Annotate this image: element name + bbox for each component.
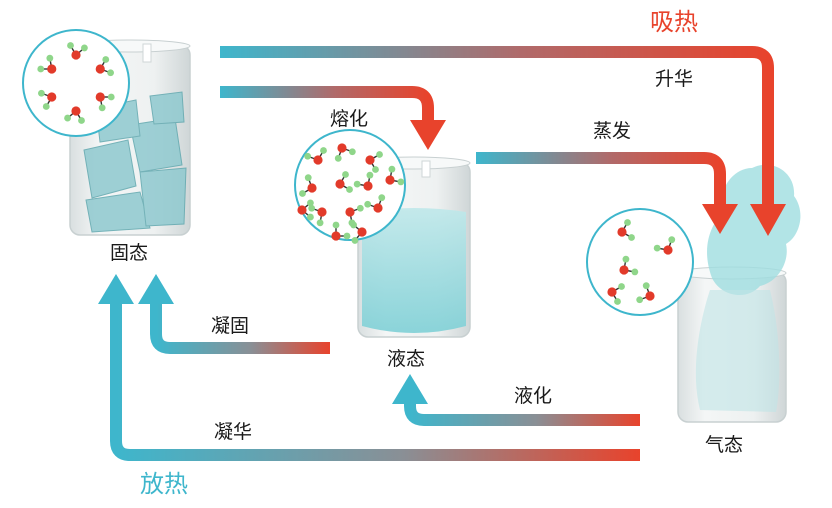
oxygen-atom xyxy=(47,64,56,73)
oxygen-atom xyxy=(357,227,366,236)
oxygen-atom xyxy=(363,181,372,190)
hydrogen-atom xyxy=(67,42,74,49)
oxygen-atom xyxy=(607,287,616,296)
hydrogen-atom xyxy=(350,222,357,229)
hydrogen-atom xyxy=(43,103,50,110)
oxygen-atom xyxy=(385,175,394,184)
hydrogen-atom xyxy=(614,298,621,305)
oxygen-atom xyxy=(297,205,306,214)
hydrogen-atom xyxy=(307,200,314,207)
solid-label: 固态 xyxy=(110,244,148,263)
melting-label: 熔化 xyxy=(330,110,368,129)
gas-molecules xyxy=(587,209,693,315)
oxygen-atom xyxy=(317,207,326,216)
hydrogen-atom xyxy=(668,236,675,243)
hydrogen-atom xyxy=(372,166,379,173)
oxygen-atom xyxy=(617,227,626,236)
oxygen-atom xyxy=(96,92,105,101)
hydrogen-atom xyxy=(81,45,88,52)
hydrogen-atom xyxy=(335,155,342,162)
sublimation-label: 升华 xyxy=(655,70,693,89)
hydrogen-atom xyxy=(317,219,324,226)
vaporization-label: 蒸发 xyxy=(593,122,631,141)
oxygen-atom xyxy=(71,106,80,115)
hydrogen-atom xyxy=(108,94,115,101)
liquid-label: 液态 xyxy=(387,350,425,369)
hydrogen-atom xyxy=(46,55,53,62)
hydrogen-atom xyxy=(654,245,661,252)
oxygen-atom xyxy=(47,92,56,101)
hydrogen-atom xyxy=(352,237,359,244)
hydrogen-atom xyxy=(342,171,349,178)
hydrogen-atom xyxy=(78,117,85,124)
hydrogen-atom xyxy=(618,283,625,290)
hydrogen-atom xyxy=(349,148,356,155)
hydrogen-atom xyxy=(631,269,638,276)
hydrogen-atom xyxy=(37,66,44,73)
deposition-label: 凝华 xyxy=(214,423,252,442)
hydrogen-atom xyxy=(367,172,374,179)
oxygen-atom xyxy=(96,64,105,73)
hydrogen-atom xyxy=(299,190,306,197)
gas-beaker xyxy=(678,165,800,422)
hydrogen-atom xyxy=(364,201,371,208)
hydrogen-atom xyxy=(628,234,635,241)
hydrogen-atom xyxy=(320,147,327,154)
hydrogen-atom xyxy=(378,194,385,201)
hydrogen-atom xyxy=(305,174,312,181)
gas-label: 气态 xyxy=(705,436,743,455)
hydrogen-atom xyxy=(389,166,396,173)
heat-release-label: 放热 xyxy=(140,472,188,496)
oxygen-atom xyxy=(331,231,340,240)
hydrogen-atom xyxy=(624,219,631,226)
oxygen-atom xyxy=(71,50,80,59)
hydrogen-atom xyxy=(636,296,643,303)
hydrogen-atom xyxy=(99,104,106,111)
oxygen-atom xyxy=(307,183,316,192)
hydrogen-atom xyxy=(107,69,114,76)
hydrogen-atom xyxy=(344,233,351,240)
hydrogen-atom xyxy=(376,151,383,158)
hydrogen-atom xyxy=(64,115,71,122)
hydrogen-atom xyxy=(333,222,340,229)
oxygen-atom xyxy=(345,207,354,216)
hydrogen-atom xyxy=(643,282,650,289)
oxygen-atom xyxy=(313,155,322,164)
oxygen-atom xyxy=(365,155,374,164)
hydrogen-atom xyxy=(307,214,314,221)
hydrogen-atom xyxy=(346,186,353,193)
heat-absorb-label: 吸热 xyxy=(650,10,698,34)
condensation-label: 液化 xyxy=(514,387,552,406)
oxygen-atom xyxy=(373,203,382,212)
solid-molecules xyxy=(23,30,129,136)
oxygen-atom xyxy=(663,245,672,254)
freezing-label: 凝固 xyxy=(211,317,249,336)
hydrogen-atom xyxy=(354,181,361,188)
hydrogen-atom xyxy=(38,90,45,97)
hydrogen-atom xyxy=(304,153,311,160)
oxygen-atom xyxy=(337,143,346,152)
oxygen-atom xyxy=(335,179,344,188)
hydrogen-atom xyxy=(623,256,630,263)
hydrogen-atom xyxy=(397,179,404,186)
oxygen-atom xyxy=(619,265,628,274)
hydrogen-atom xyxy=(357,205,364,212)
hydrogen-atom xyxy=(102,56,109,63)
oxygen-atom xyxy=(645,291,654,300)
